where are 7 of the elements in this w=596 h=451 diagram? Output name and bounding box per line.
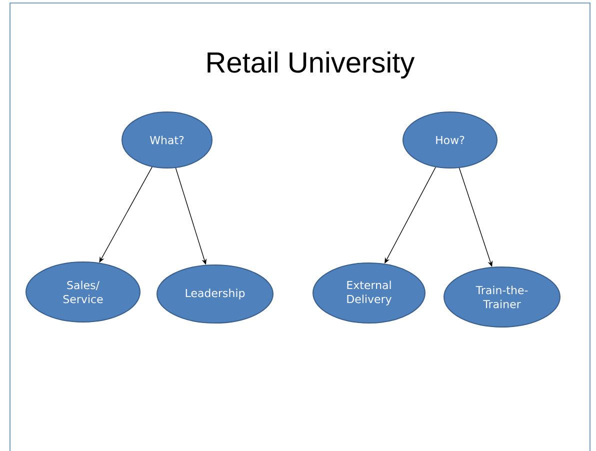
ellipse-node: What? <box>122 112 212 168</box>
ellipse-node: Train-the-Trainer <box>444 266 560 328</box>
ellipse-node: How? <box>402 112 498 168</box>
ellipse-node: Leadership <box>156 264 274 324</box>
ellipse-node: External Delivery <box>312 262 426 324</box>
title: Retail University <box>208 51 415 79</box>
ellipse-node: Sales/ Service <box>26 262 140 322</box>
